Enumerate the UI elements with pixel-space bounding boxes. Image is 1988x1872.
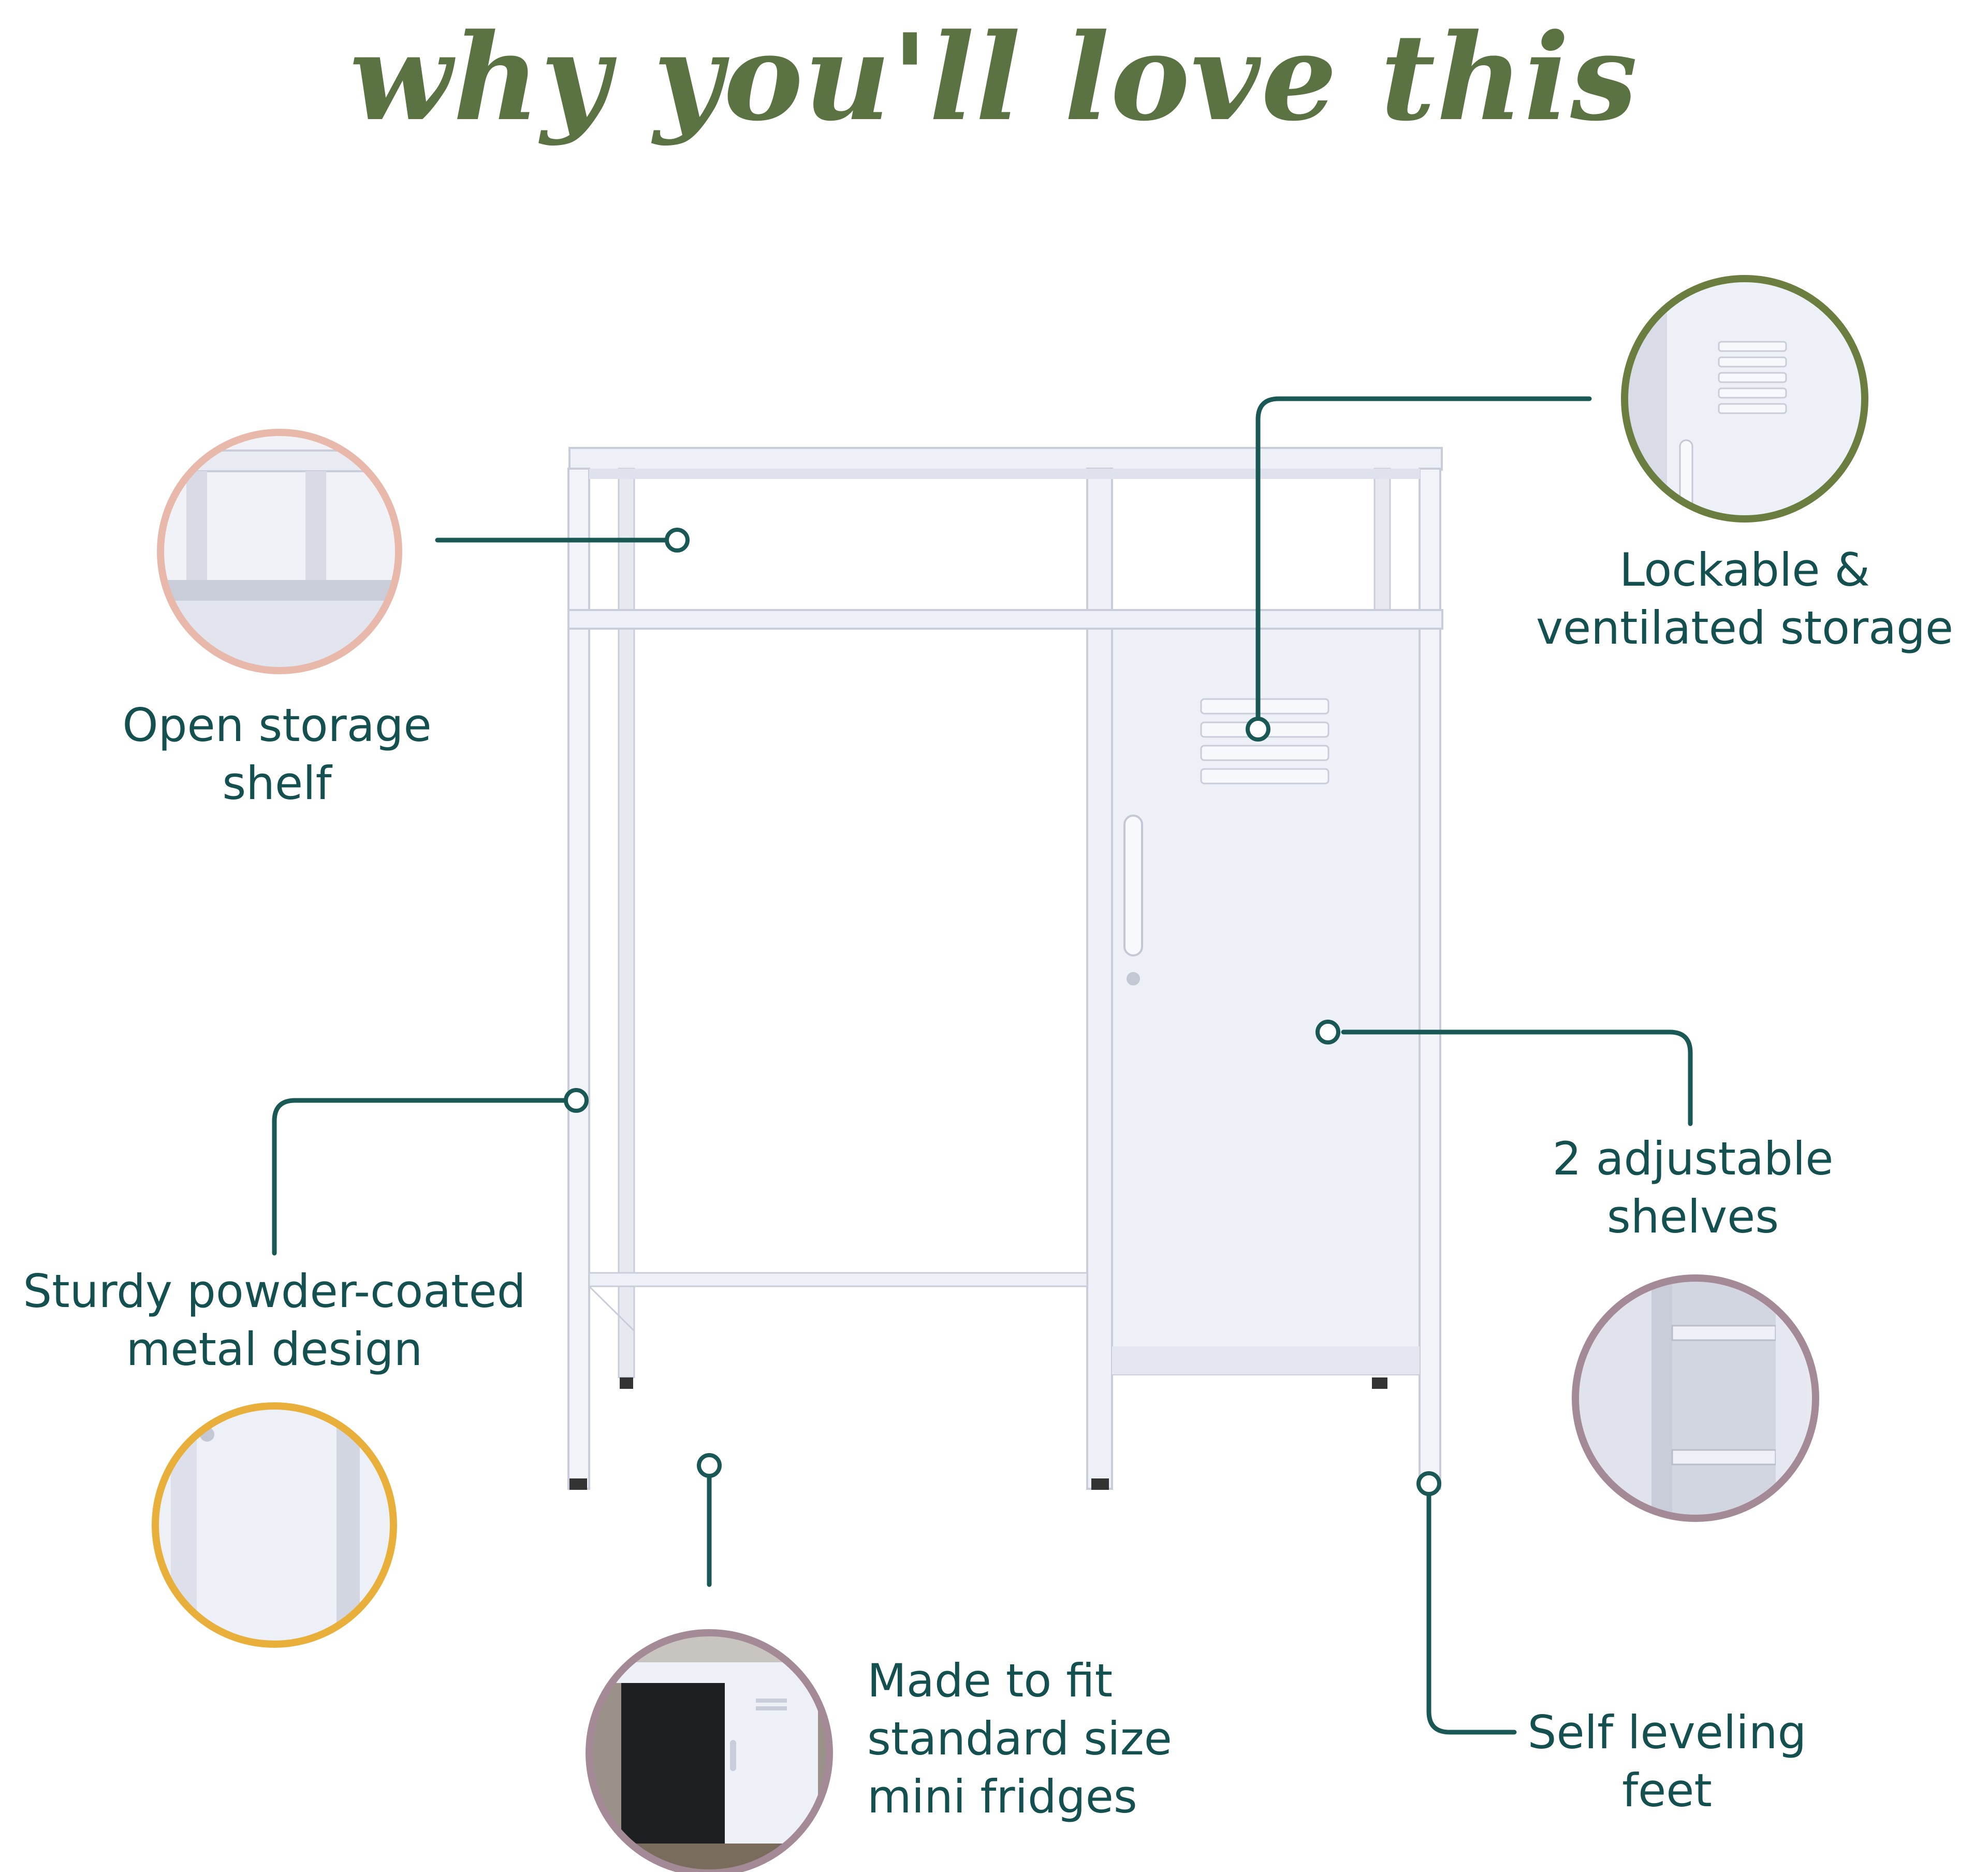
feature-open-shelf-line1: Open storage <box>122 699 432 752</box>
page-title: why you'll love this <box>349 8 1639 148</box>
feature-shelves-line2: shelves <box>1606 1190 1779 1243</box>
feature-lockable-line2: ventilated storage <box>1536 601 1954 655</box>
feature-fridge-line1: Made to fit <box>867 1654 1113 1707</box>
feature-shelves: 2 adjustable shelves <box>1517 1130 1869 1246</box>
feature-feet: Self leveling feet <box>1507 1704 1828 1820</box>
feature-metal-line1: Sturdy powder-coated <box>23 1265 526 1318</box>
feature-feet-line1: Self leveling <box>1527 1706 1807 1759</box>
feature-feet-line2: feet <box>1622 1764 1712 1817</box>
shelves-detail-image <box>1572 1274 1819 1522</box>
feature-metal-line2: metal design <box>126 1323 423 1376</box>
feature-metal: Sturdy powder-coated metal design <box>10 1262 538 1378</box>
metal-detail-image <box>152 1402 397 1648</box>
feature-open-shelf-line2: shelf <box>222 757 332 810</box>
feature-fridge-line3: mini fridges <box>867 1770 1137 1823</box>
feature-shelves-line1: 2 adjustable <box>1552 1132 1834 1185</box>
feature-lockable-line1: Lockable & <box>1619 543 1870 597</box>
open-shelf-detail-image <box>157 429 402 674</box>
feature-open-shelf: Open storage shelf <box>104 696 450 812</box>
cabinet-door <box>1111 628 1421 1375</box>
lockable-detail-image <box>1621 275 1868 523</box>
feature-fridge-line2: standard size <box>867 1712 1172 1765</box>
feature-fridge: Made to fit standard size mini fridges <box>867 1652 1230 1826</box>
feature-lockable: Lockable & ventilated storage <box>1512 541 1978 657</box>
desk-frame <box>567 447 1443 1490</box>
mini-fridge-detail-image <box>586 1629 833 1872</box>
